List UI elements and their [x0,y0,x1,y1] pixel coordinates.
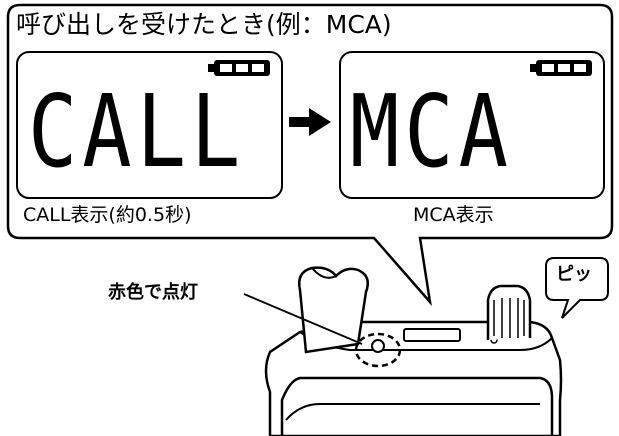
lamp-label: 赤色で点灯 [108,282,198,303]
callout-title: 呼び出しを受けたとき(例：MCA) [16,10,392,39]
lamp-leader-line [243,293,363,345]
led-highlight [354,332,402,368]
lcd-text-mca: MCA [350,73,513,190]
lcd-text-call: CALL [28,73,246,190]
caption-mca: MCA表示 [413,204,494,226]
radio-device [264,266,563,436]
battery-icon [530,60,592,76]
beep-bubble [545,257,609,319]
caption-call: CALL表示(約0.5秒) [23,204,192,226]
right-arrow-icon [289,108,331,136]
lcd-panel-mca [339,51,605,199]
beep-label: ピッ [556,264,592,285]
lcd-panel-call [16,51,283,199]
battery-icon [208,60,270,76]
